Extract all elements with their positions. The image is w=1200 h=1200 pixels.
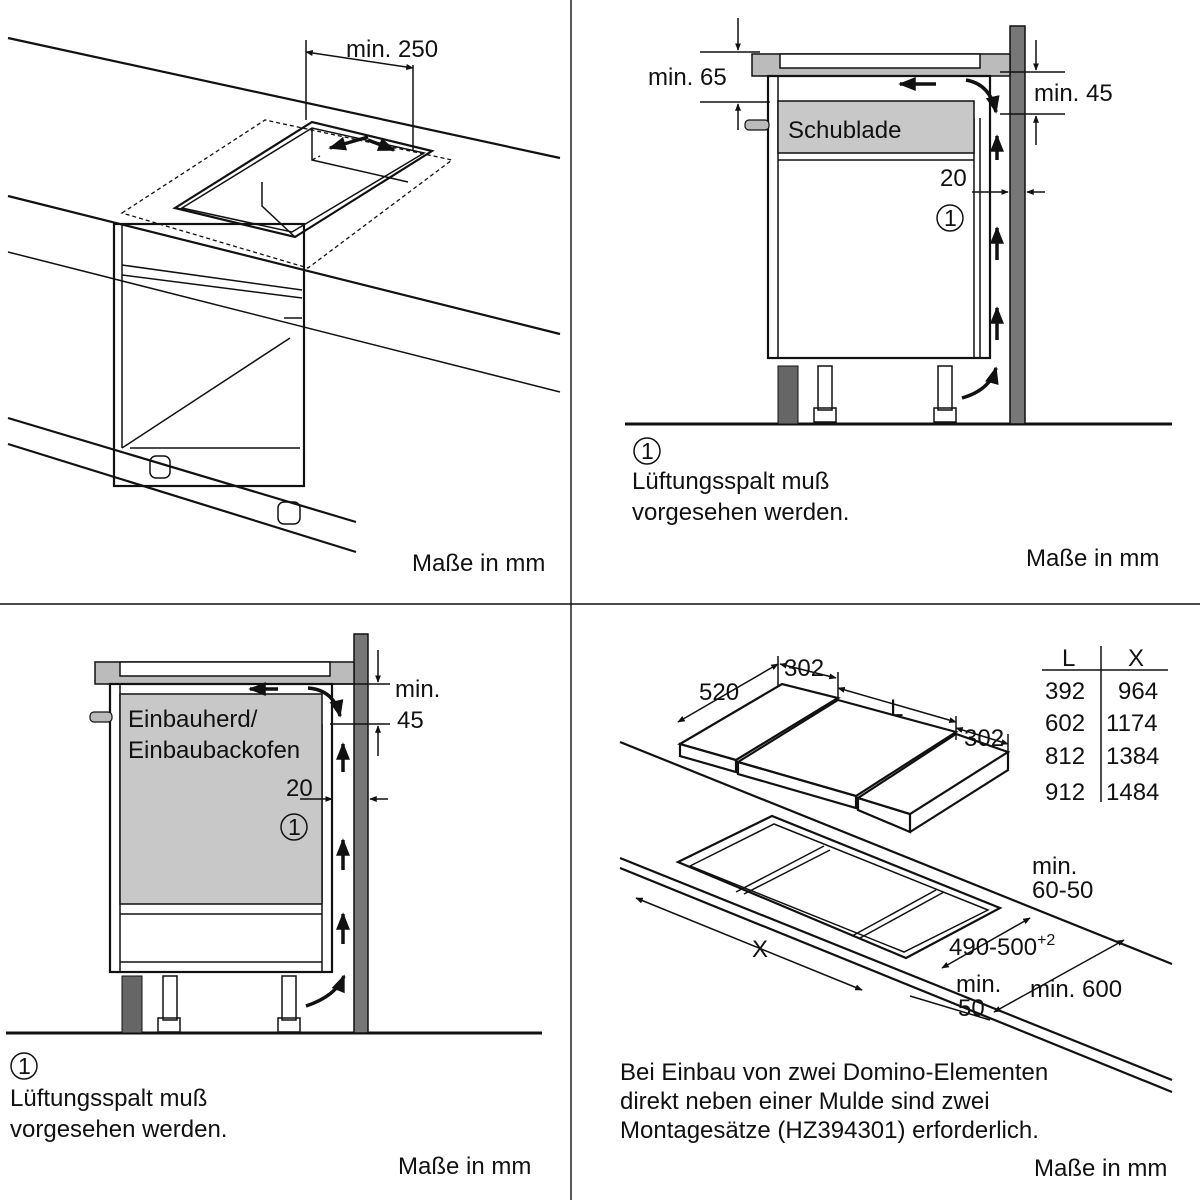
table-row-l: 812 xyxy=(1045,743,1085,770)
drawer-label: Schublade xyxy=(788,117,901,144)
gap-20-label: 20 xyxy=(940,165,967,192)
callout-circle-top-right xyxy=(936,204,964,232)
dim-min-60-50-line-1: min. xyxy=(1032,853,1077,880)
dim-302-b: 302 xyxy=(964,725,1004,752)
note-line-1: Lüftungsspalt muß xyxy=(632,468,829,495)
units-label-top-left: Maße in mm xyxy=(412,550,545,577)
table-row-l: 392 xyxy=(1045,678,1085,705)
units-label-bottom-left: Maße in mm xyxy=(398,1153,531,1180)
oven-label-line-1: Einbauherd/ xyxy=(128,706,258,733)
table-header-l: L xyxy=(1062,645,1075,672)
panel-bottom-left-section-view: min. 45 Einbauherd/ Einbaubackofen 20 1 … xyxy=(6,633,542,1180)
note-line-3-domino: Montagesätze (HZ394301) erforderlich. xyxy=(620,1117,1039,1144)
note-line-2: vorgesehen werden. xyxy=(632,499,849,526)
dim-490-500-tolerance: +2 xyxy=(1037,932,1055,949)
oven-label-line-2: Einbaubackofen xyxy=(128,737,300,764)
callout-1-label: 1 xyxy=(944,205,957,231)
table-row-x: 1384 xyxy=(1106,743,1159,770)
dim-302-a: 302 xyxy=(784,655,824,682)
dim-min-600: min. 600 xyxy=(1030,976,1122,1003)
dim-min-65: min. 65 xyxy=(648,64,727,91)
note-marker-label: 1 xyxy=(641,438,654,464)
note-marker-label-bottom: 1 xyxy=(18,1053,31,1079)
panel-top-right-section-view: min. 65 min. 45 Schublade 20 1 1 Lüftung… xyxy=(625,18,1172,572)
note-marker-circle-bottom-left xyxy=(10,1052,38,1080)
units-label-bottom-right: Maße in mm xyxy=(1034,1155,1167,1182)
note-line-1-bottom: Lüftungsspalt muß xyxy=(10,1085,207,1112)
dim-min-60-50-line-2: 60-50 xyxy=(1032,877,1093,904)
dim-min-250: min. 250 xyxy=(346,36,438,63)
panel-top-left-countertop-view: Maße in mm min. 250 xyxy=(7,36,561,577)
dim-min-50-line-2: 50 xyxy=(958,995,985,1022)
dim-490-500: 490-500+2 xyxy=(949,932,1055,961)
dim-490-500-value: 490-500 xyxy=(949,934,1037,961)
table-header-x: X xyxy=(1128,645,1144,672)
gap-20-label-bottom: 20 xyxy=(286,775,313,802)
dim-min: min. xyxy=(395,676,440,703)
dim-45: 45 xyxy=(397,707,424,734)
table-row-x: 1174 xyxy=(1106,710,1158,737)
note-line-2-bottom: vorgesehen werden. xyxy=(10,1116,227,1143)
callout-circle-bottom-left xyxy=(280,813,308,841)
note-line-1-domino: Bei Einbau von zwei Domino-Elementen xyxy=(620,1059,1048,1086)
dim-X: X xyxy=(752,936,768,963)
table-row-x: 1484 xyxy=(1106,779,1159,806)
table-row-l: 912 xyxy=(1045,779,1085,806)
dim-520: 520 xyxy=(699,679,739,706)
panel-bottom-right-domino-layout: 302 520 L 302 L X 392 964 602 1174 812 1… xyxy=(619,645,1173,1182)
note-marker-circle-top-right xyxy=(633,437,661,465)
table-row-l: 602 xyxy=(1045,710,1085,737)
dim-L: L xyxy=(890,695,903,722)
table-row-x: 964 xyxy=(1118,678,1158,705)
note-line-2-domino: direkt neben einer Mulde sind zwei xyxy=(620,1088,990,1115)
callout-1-label-bottom: 1 xyxy=(288,814,301,840)
units-label-top-right: Maße in mm xyxy=(1026,545,1159,572)
dim-min-45: min. 45 xyxy=(1034,80,1113,107)
dim-min-50-line-1: min. xyxy=(956,971,1001,998)
